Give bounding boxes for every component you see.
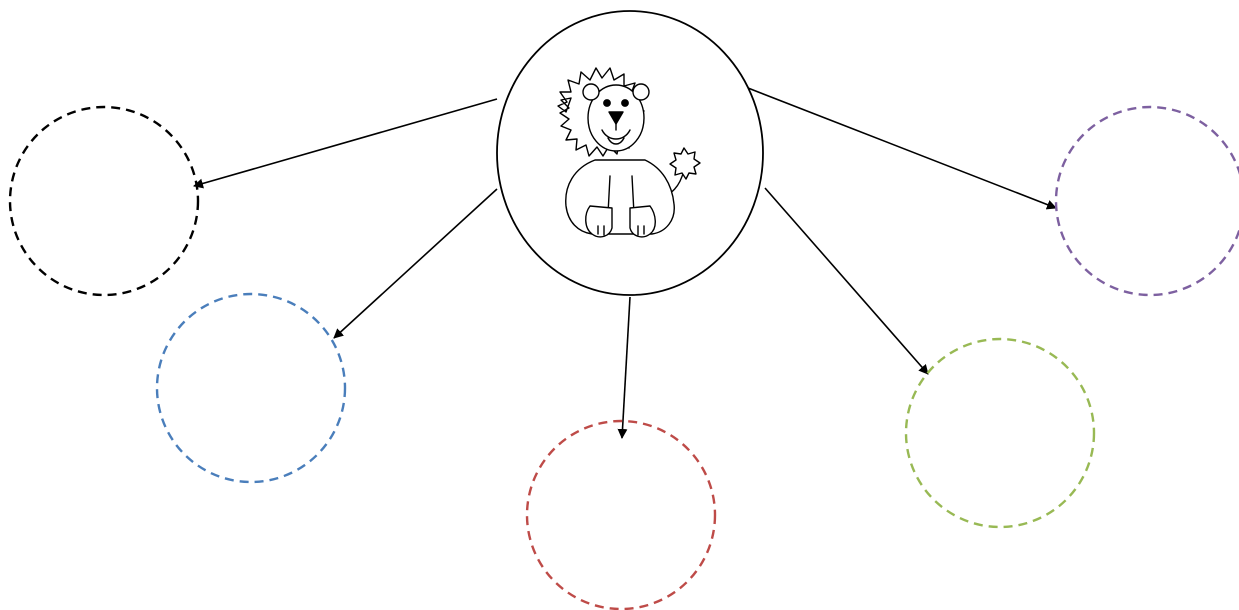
- arrow-to-purple-circle: [747, 87, 1057, 210]
- arrow-to-green-circle: [764, 187, 929, 375]
- black-dashed-circle[interactable]: [8, 105, 200, 297]
- arrow-to-red-circle: [617, 296, 631, 439]
- blue-dashed-circle[interactable]: [155, 292, 347, 484]
- purple-dashed-circle[interactable]: [1054, 105, 1239, 297]
- arrows: [193, 87, 1057, 439]
- target-circles: [8, 105, 1239, 610]
- center-circle: [496, 10, 764, 296]
- green-dashed-circle[interactable]: [904, 337, 1096, 529]
- center-node: [496, 10, 764, 296]
- arrow-to-black-circle: [193, 98, 498, 189]
- arrow-to-blue-circle: [333, 188, 498, 339]
- red-dashed-circle[interactable]: [525, 419, 717, 610]
- lion-icon: [557, 67, 701, 238]
